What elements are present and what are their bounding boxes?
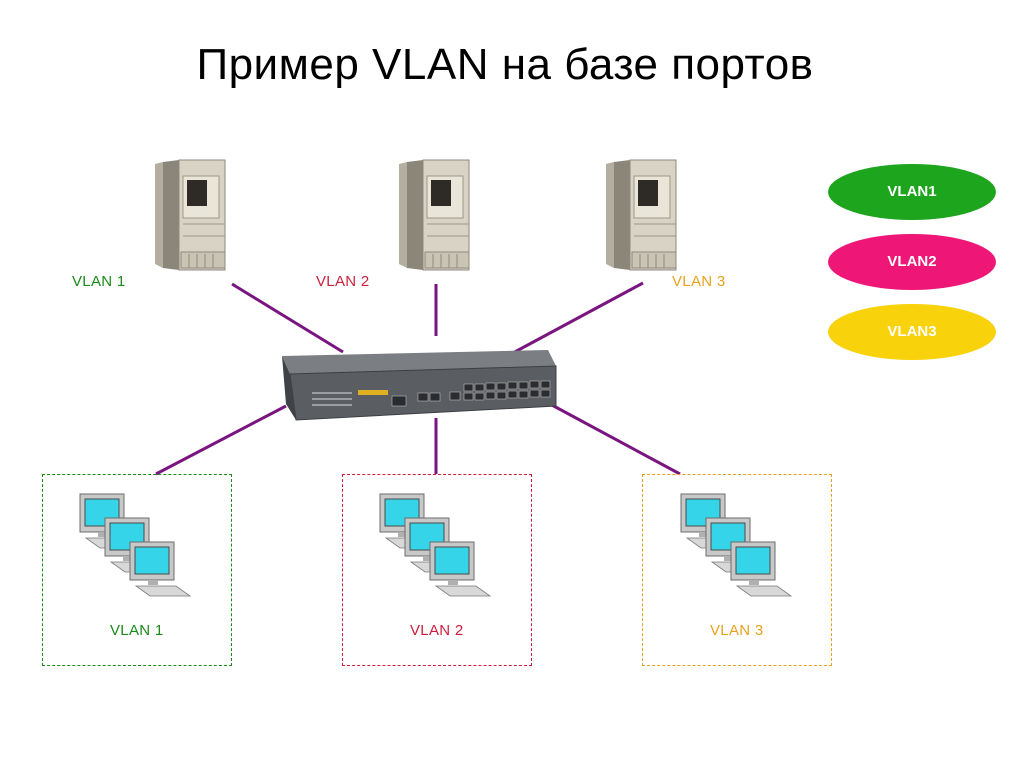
legend-vlan3: VLAN3 xyxy=(828,304,996,360)
vlan-2-group-box xyxy=(342,474,532,666)
group-1-label: VLAN 1 xyxy=(110,622,164,639)
server-2-icon xyxy=(398,159,470,271)
links xyxy=(155,281,681,476)
network-switch-icon xyxy=(282,350,557,421)
vlan-1-group-box xyxy=(42,474,232,666)
group-2-label: VLAN 2 xyxy=(410,622,464,639)
server-3-icon xyxy=(605,159,677,271)
link-server3-switch xyxy=(510,281,644,356)
server-1-icon xyxy=(154,159,226,271)
link-switch-group3 xyxy=(549,402,681,476)
group-3-label: VLAN 3 xyxy=(710,622,764,639)
link-switch-group1 xyxy=(155,404,287,476)
server-1-label: VLAN 1 xyxy=(72,273,126,290)
server-3-label: VLAN 3 xyxy=(672,273,726,290)
legend-vlan1: VLAN1 xyxy=(828,164,996,220)
vlan-3-group-box xyxy=(642,474,832,666)
server-2-label: VLAN 2 xyxy=(316,273,370,290)
link-server1-switch xyxy=(231,282,344,354)
page-title: Пример VLAN на базе портов xyxy=(196,40,814,89)
legend-vlan2: VLAN2 xyxy=(828,234,996,290)
